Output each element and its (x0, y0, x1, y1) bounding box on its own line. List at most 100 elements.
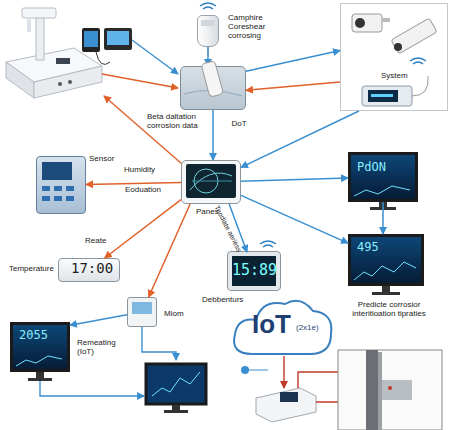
node-text: (2x1e) (296, 324, 330, 333)
connector-arrow (241, 195, 348, 243)
cloud-outline (234, 301, 331, 354)
wifi-symbol (260, 241, 276, 244)
steel-beam (388, 386, 392, 390)
thermostat (371, 94, 393, 97)
node-title: Sensor (89, 155, 125, 164)
panel-controls (42, 186, 50, 191)
microphone (248, 370, 268, 371)
monitor-device: Miom (127, 297, 157, 327)
connector-arrow (149, 204, 190, 297)
node-title: IoT (252, 310, 302, 339)
hub-tablet: Panes (181, 160, 241, 204)
thermostat (362, 86, 412, 106)
monitor-screen (152, 372, 200, 396)
thermostat (368, 90, 398, 102)
steel-beam (382, 380, 412, 400)
handheld-devices (104, 28, 132, 50)
temperature-display: ReateTemperature17:00 (58, 258, 120, 282)
connector-label: Teodiate aeriess (210, 199, 246, 260)
lab-instrument (68, 80, 72, 84)
gateway-device (256, 388, 316, 422)
digital-display: Debbenturs15:89 (228, 252, 280, 290)
security-camera (391, 18, 437, 54)
wifi-symbol (200, 3, 216, 6)
sensor-device: Camphire Coreshear corrosing (197, 15, 219, 47)
hub-screen (192, 181, 232, 182)
security-camera (355, 18, 365, 28)
node-title: Camphire Coreshear corrosing (228, 14, 288, 40)
lab-instrument (27, 18, 31, 32)
connector-arrow (241, 111, 359, 167)
handheld-devices (107, 31, 129, 45)
connector-label: DoT (224, 120, 254, 129)
panel-controls (54, 186, 62, 191)
node-title: System (381, 72, 421, 81)
monitor-stand (28, 378, 52, 381)
node-title: 495 (357, 241, 397, 254)
thermostat (412, 76, 428, 96)
lab-instrument (34, 66, 102, 98)
thermostat (362, 76, 428, 106)
node-title: Beta daltation corrosion data (147, 113, 217, 131)
gateway-device (256, 388, 316, 422)
steel-beam (338, 350, 442, 430)
connector-arrow (246, 51, 340, 72)
lab-instrument (36, 14, 44, 60)
lab-instrument (22, 8, 56, 18)
sensor-window (201, 20, 215, 26)
lab-instrument (56, 58, 70, 64)
node-text: Remeating (IoT) (77, 339, 127, 357)
monitor-screen: PdON (348, 152, 418, 202)
corrosion-probe (201, 61, 223, 97)
wire (104, 96, 182, 164)
node-title: 2055 (19, 329, 63, 342)
wifi-symbol (263, 245, 273, 247)
monitor-screen (164, 410, 188, 413)
node-text: Temperature (9, 265, 59, 274)
security-camera (382, 18, 390, 22)
steel-beam (338, 350, 442, 430)
connector-arrow (382, 202, 384, 234)
wire (142, 327, 176, 360)
node-text: Predicte corrosior interitioation tiprat… (339, 301, 439, 319)
wifi-symbol (410, 58, 426, 61)
chart-line (354, 186, 410, 196)
panel-controls (54, 196, 62, 201)
monitor-stand (372, 292, 400, 295)
device-screen (132, 302, 152, 314)
security-camera (394, 43, 402, 51)
gateway-device (280, 392, 298, 402)
lab-instrument (6, 62, 34, 98)
node-title: Debbenturs (202, 296, 262, 305)
monitor-screen: 495Predicte corrosior interitioation tip… (348, 234, 424, 286)
monitor-stand (36, 372, 44, 378)
hub-screen (190, 173, 232, 190)
steel-beam (378, 352, 382, 430)
node-text: 15:89 (232, 262, 276, 279)
connector-arrow (212, 110, 214, 160)
lab-instrument (6, 8, 102, 98)
steel-beam (366, 350, 378, 430)
security-camera (352, 14, 382, 32)
wire (283, 356, 284, 388)
chart-line (16, 186, 416, 366)
wire (102, 74, 178, 88)
panel-controls (42, 196, 50, 201)
device-screen (132, 302, 152, 314)
chart-line (354, 262, 416, 280)
connector-label: Eoduation (118, 186, 168, 195)
panel-controls (66, 186, 74, 191)
microphone (241, 366, 249, 374)
node-title: PdON (357, 161, 407, 174)
corrosion-probe (184, 90, 242, 96)
system-group: System (340, 3, 448, 111)
monitor-stand (382, 286, 390, 292)
hub-screen (186, 164, 236, 198)
monitor-screen (146, 364, 206, 404)
lab-instrument (58, 82, 62, 86)
monitor-screen (146, 364, 206, 413)
handheld-devices (82, 28, 132, 64)
